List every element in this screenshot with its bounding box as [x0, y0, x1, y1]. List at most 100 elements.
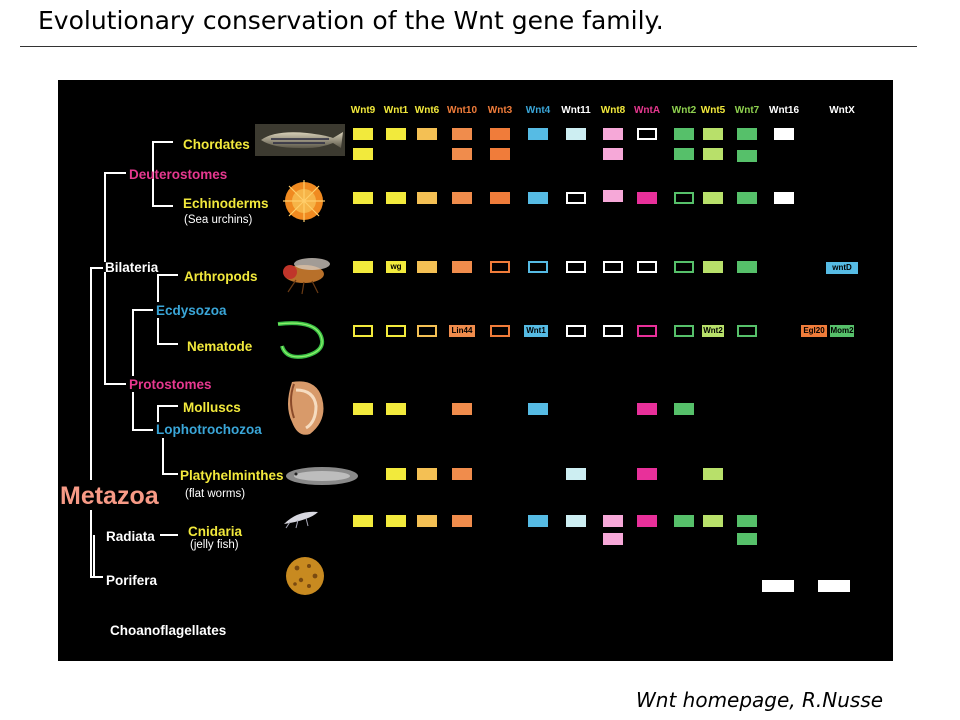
gene-box-wnt3	[490, 128, 510, 140]
common-name-sea-urchins: (Sea urchins)	[184, 214, 253, 226]
taxon-metazoa: Metazoa	[60, 482, 159, 510]
gene-box-wnt6	[417, 261, 437, 273]
gene-box-wnt4	[528, 403, 548, 415]
gene-box-wnt8	[603, 148, 623, 160]
gene-box-wnt9	[353, 148, 373, 160]
taxon-cnidaria: Cnidaria	[188, 524, 243, 539]
gene-box-wnt16	[774, 128, 794, 140]
gene-header-wnt3: Wnt3	[487, 105, 513, 116]
gene-box-wnt4: Wnt1	[524, 325, 548, 337]
gene-box-wnt8	[603, 325, 623, 337]
gene-box-wnt6	[417, 325, 437, 337]
gene-box-wnt2	[674, 261, 694, 273]
common-name-jelly-fish: (jelly fish)	[190, 539, 239, 551]
gene-box-wnt5	[703, 148, 723, 160]
gene-box-wnt7	[737, 261, 757, 273]
gene-box-wnt10	[452, 192, 472, 204]
gene-box-wnt7	[737, 533, 757, 545]
gene-box-wnt11	[566, 468, 586, 480]
gene-header-wnt1: Wnt1	[383, 105, 409, 116]
flatworm-image	[286, 467, 358, 485]
gene-box-wnt8	[603, 261, 623, 273]
mollusc-shell-image	[288, 381, 324, 435]
gene-box-wnt5	[703, 192, 723, 204]
gene-box-wnt6	[417, 128, 437, 140]
jellyfish-image	[284, 511, 318, 529]
gene-box-wnt2	[674, 148, 694, 160]
gene-box-wnt10	[452, 261, 472, 273]
gene-box-wnta	[637, 403, 657, 415]
sea-urchin-image	[283, 180, 325, 222]
taxon-choanoflagellates: Choanoflagellates	[110, 623, 227, 638]
gene-box-wnt4	[528, 192, 548, 204]
gene-box-wnt2	[674, 192, 694, 204]
gene-box-wnt2	[674, 403, 694, 415]
gene-box-wnt10	[452, 128, 472, 140]
gene-box-wnta	[637, 468, 657, 480]
gene-box-wnt4	[528, 515, 548, 527]
gene-box-wnt9	[353, 403, 373, 415]
gene-box-wnt11	[566, 515, 586, 527]
gene-box-wnt3	[490, 192, 510, 204]
gene-box-wnt10	[452, 515, 472, 527]
gene-box-wnt9	[353, 128, 373, 140]
tree-branch-arthropods	[157, 274, 178, 302]
tree-branch-molluscs	[157, 405, 178, 422]
gene-header-wnt16: Wnt16	[769, 105, 799, 116]
gene-box-wnt11	[566, 192, 586, 204]
tree-branch-metazoa	[90, 267, 103, 480]
gene-box-wnt1	[386, 192, 406, 204]
taxon-deuterostomes: Deuterostomes	[129, 167, 228, 182]
page-title: Evolutionary conservation of the Wnt gen…	[38, 6, 664, 35]
zebrafish-image	[255, 124, 345, 156]
tree-branch-bilateria-lower	[104, 272, 126, 385]
gene-header-wnt10: Wnt10	[447, 105, 477, 116]
gene-box-wnt10	[452, 148, 472, 160]
gene-box-wnt4	[528, 261, 548, 273]
tree-branch-platyhelminthes	[162, 438, 178, 475]
gene-box-wnt5	[703, 468, 723, 480]
gene-box-wnt6	[417, 468, 437, 480]
taxon-ecdysozoa: Ecdysozoa	[156, 303, 227, 318]
gene-box-wnt8	[603, 128, 623, 140]
gene-box-label: wg	[390, 262, 402, 271]
gene-box-wnt9	[353, 515, 373, 527]
gene-box-wnt8	[603, 533, 623, 545]
gene-box-wnt11	[566, 128, 586, 140]
gene-box-label: Wnt2	[703, 326, 723, 335]
taxon-arthropods: Arthropods	[184, 269, 258, 284]
gene-box-wnta	[637, 515, 657, 527]
gene-box-wnt16	[762, 580, 794, 592]
gene-box-wnt3	[490, 148, 510, 160]
gene-box-wnt4	[528, 128, 548, 140]
sponge-image	[286, 557, 324, 595]
gene-box-wnt9	[353, 192, 373, 204]
gene-box-wnt10: Lin44	[449, 325, 475, 337]
gene-box-wnt3	[490, 325, 510, 337]
gene-box-wnt16	[774, 192, 794, 204]
taxon-echinoderms: Echinoderms	[183, 196, 269, 211]
gene-box-label: Wnt1	[526, 326, 546, 335]
taxon-platyhelminthes: Platyhelminthes	[180, 468, 284, 483]
tree-branch-deuterostomes	[152, 141, 173, 180]
tree-lines	[90, 141, 178, 578]
taxon-radiata: Radiata	[106, 529, 155, 544]
gene-box-wnt5: Wnt2	[702, 325, 724, 337]
tree-branch-bilateria	[104, 172, 126, 262]
gene-box-wntx: Mom2	[830, 325, 854, 337]
gene-box-wnt6	[417, 192, 437, 204]
tree-branch-protostomes	[132, 309, 153, 376]
gene-header-wnt9: Wnt9	[350, 105, 376, 116]
phylogeny-panel: Chordates Deuterostomes Echinoderms (Sea…	[58, 80, 893, 661]
gene-box-wnta	[637, 261, 657, 273]
fruit-fly-image	[283, 258, 330, 295]
gene-box-label: Egl20	[803, 326, 825, 335]
gene-box-label: Lin44	[451, 326, 473, 335]
gene-header-wnt4: Wnt4	[525, 105, 551, 116]
gene-box-wnt1	[386, 128, 406, 140]
gene-header-wnt5: Wnt5	[700, 105, 726, 116]
taxon-bilateria: Bilateria	[105, 260, 159, 275]
source-credit: Wnt homepage, R.Nusse	[636, 688, 884, 712]
gene-box-wnt8	[603, 190, 623, 202]
title-divider	[20, 46, 917, 47]
